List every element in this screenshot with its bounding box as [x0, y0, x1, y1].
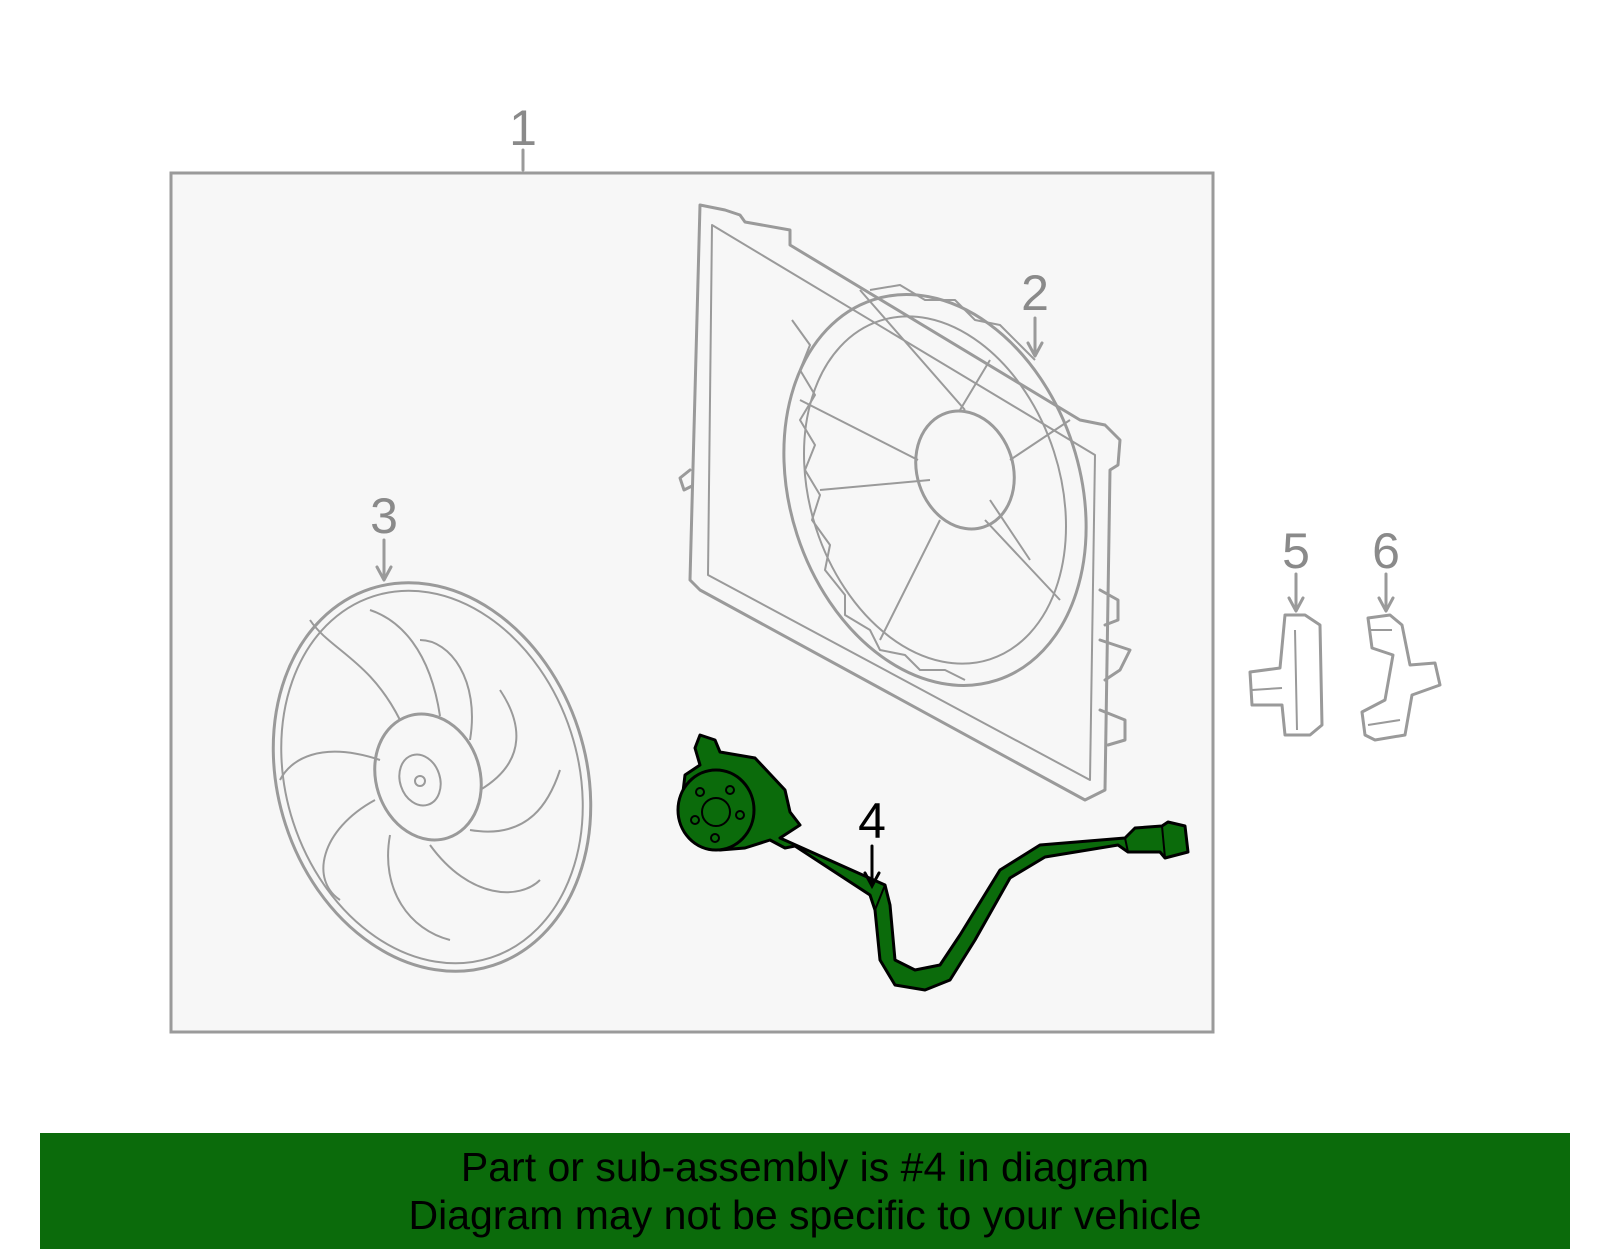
- callout-1: 1: [509, 100, 537, 156]
- banner-line-1: Part or sub-assembly is #4 in diagram: [460, 1144, 1150, 1190]
- callout-2: 2: [1021, 265, 1049, 321]
- fan-motor-assembly: [676, 733, 1190, 992]
- fan-blade: [271, 581, 593, 973]
- callout-3: 3: [370, 488, 398, 544]
- callout-4: 4: [858, 793, 886, 849]
- callout-6: 6: [1372, 523, 1400, 579]
- bracket-5: [1248, 613, 1324, 737]
- callout-4-arrow: [863, 844, 881, 890]
- callout-6-arrow: [1377, 572, 1395, 613]
- fan-shroud: [678, 203, 1132, 802]
- callout-2-arrow: [1026, 316, 1044, 358]
- banner-line-2: Diagram may not be specific to your vehi…: [408, 1192, 1202, 1238]
- callout-3-arrow: [375, 538, 393, 582]
- callout-5: 5: [1282, 523, 1310, 579]
- info-banner: Part or sub-assembly is #4 in diagram Di…: [40, 1133, 1570, 1249]
- callout-5-arrow: [1287, 572, 1305, 613]
- bracket-6: [1360, 613, 1442, 742]
- banner-background: [40, 1133, 1570, 1249]
